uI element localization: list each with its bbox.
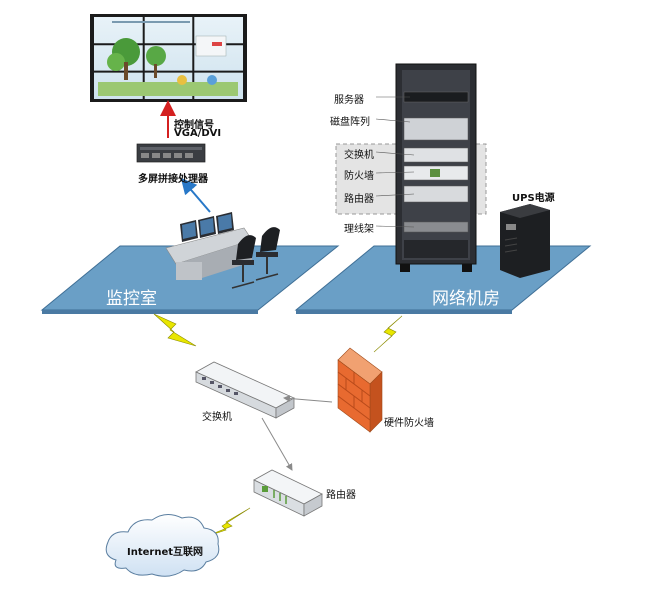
control-signal-label: 控制信号 — [174, 120, 214, 131]
server-rack — [395, 63, 477, 272]
router-label: 路由器 — [326, 490, 356, 501]
cable-tray-label: 理线架 — [344, 224, 374, 235]
monitor-room-label: 监控室 — [106, 289, 157, 309]
switch-device — [195, 361, 295, 419]
vga-dvi-label: VGA/DVI — [174, 128, 222, 139]
hardware-firewall-label: 硬件防火墙 — [384, 418, 434, 429]
internet-label: Internet互联网 — [127, 547, 204, 558]
video-wall — [90, 14, 247, 102]
server-label: 服务器 — [334, 95, 364, 106]
hardware-firewall — [337, 347, 383, 433]
rack-leader-lines — [375, 96, 415, 228]
chair-2 — [255, 227, 280, 281]
chair-1 — [231, 235, 256, 289]
splicer-device — [136, 143, 206, 163]
ups-device — [500, 204, 550, 278]
wireless-link-lightning-2 — [373, 315, 403, 353]
firewall-to-switch-link — [283, 395, 333, 403]
ups-label: UPS电源 — [512, 193, 555, 204]
internet-cloud — [105, 514, 220, 577]
wireless-link-lightning-1 — [153, 313, 197, 347]
disk-array-label: 磁盘阵列 — [330, 117, 370, 128]
splicer-label: 多屏拼接处理器 — [138, 174, 208, 185]
console-signal-arrow — [180, 177, 211, 213]
control-console — [165, 212, 253, 280]
router-device — [253, 469, 323, 517]
rack-firewall-label: 防火墙 — [344, 171, 374, 182]
switch-label: 交换机 — [202, 412, 232, 423]
rack-switch-label: 交换机 — [344, 150, 374, 161]
rack-router-label: 路由器 — [344, 194, 374, 205]
switch-to-router-link — [261, 417, 293, 471]
machine-room-label: 网络机房 — [432, 289, 500, 309]
